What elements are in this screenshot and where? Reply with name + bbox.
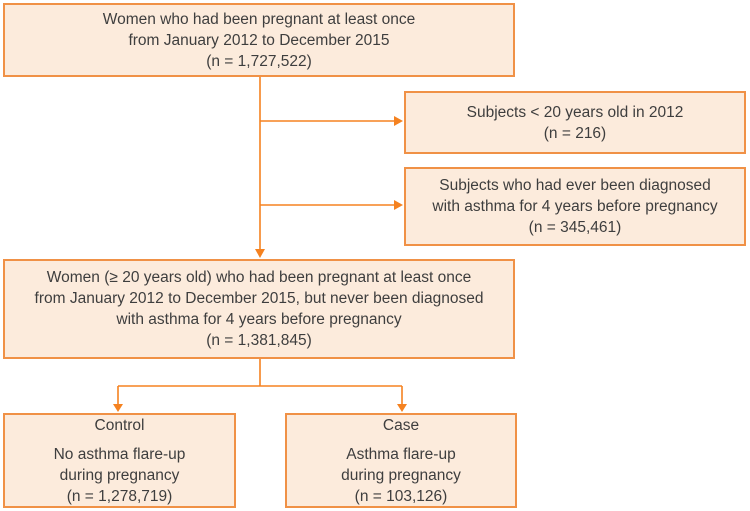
box-excluded-under-20: Subjects < 20 years old in 2012 (n = 216…	[404, 91, 746, 154]
text-line: (n = 1,727,522)	[206, 52, 312, 70]
text-line: (n = 345,461)	[528, 219, 622, 236]
box-excluded-prior-asthma: Subjects who had ever been diagnosed wit…	[404, 167, 746, 246]
text-line: with asthma for 4 years before pregnancy	[432, 198, 718, 215]
text-line: Asthma flare-up	[346, 445, 456, 463]
text-line: Women who had been pregnant at least onc…	[102, 10, 416, 28]
arrow-right-icon	[394, 200, 403, 210]
box-control-group: Control No asthma flare-up during pregna…	[3, 413, 236, 508]
text-line: Subjects who had ever been diagnosed	[439, 177, 711, 194]
arrow-down-icon	[113, 404, 123, 412]
arrow-down-icon	[397, 404, 407, 412]
text-line: Women (≥ 20 years old) who had been preg…	[46, 269, 472, 286]
text-line: during pregnancy	[59, 466, 180, 484]
text-line: (n = 1,278,719)	[66, 487, 173, 505]
text-line: No asthma flare-up	[53, 445, 186, 463]
group-title: Control	[94, 416, 145, 434]
text-line: (n = 1,381,845)	[206, 332, 312, 349]
text-line: with asthma for 4 years before pregnancy	[116, 311, 402, 328]
box-eligible-women: Women (≥ 20 years old) who had been preg…	[3, 259, 515, 359]
arrow-right-icon	[394, 116, 403, 126]
text-line: during pregnancy	[341, 466, 461, 484]
arrow-down-icon	[255, 249, 265, 258]
text-line: (n = 216)	[543, 124, 607, 142]
box-case-group: Case Asthma flare-up during pregnancy (n…	[285, 413, 517, 508]
text-line: (n = 103,126)	[354, 487, 448, 505]
box-pregnant-women-total: Women who had been pregnant at least onc…	[3, 3, 515, 77]
group-title: Case	[382, 416, 420, 434]
text-line: Subjects < 20 years old in 2012	[466, 103, 684, 121]
text-line: from January 2012 to December 2015	[128, 31, 390, 49]
text-line: from January 2012 to December 2015, but …	[34, 290, 484, 307]
